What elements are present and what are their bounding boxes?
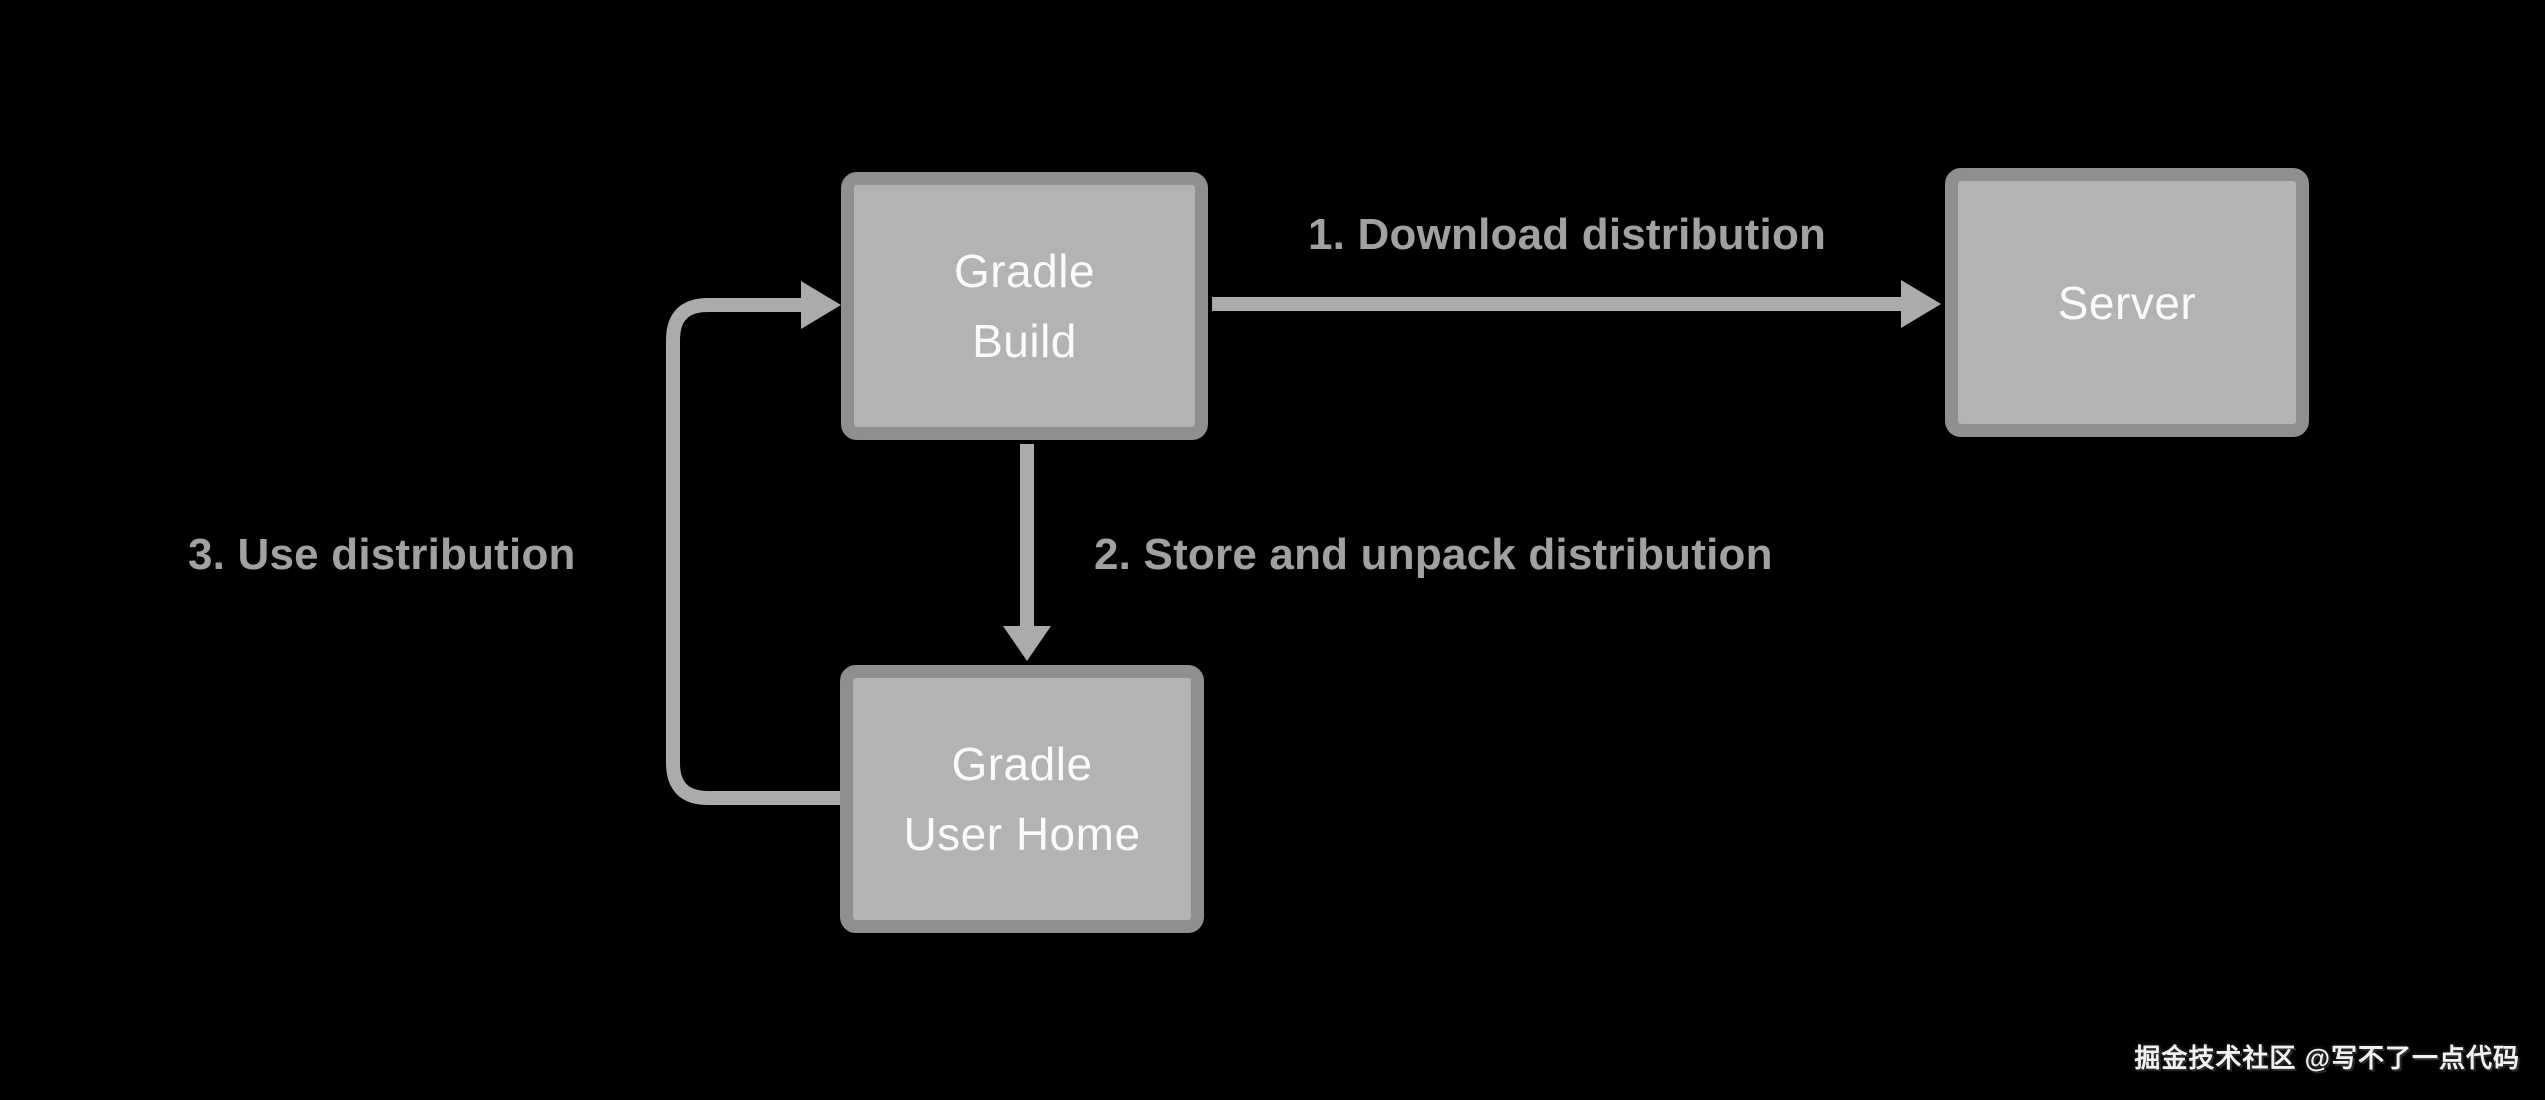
node-gradle-build-label-line1: Gradle bbox=[953, 245, 1096, 297]
node-server: Server bbox=[1945, 168, 2309, 437]
node-gradle-build-label-line2: Build bbox=[972, 315, 1077, 367]
edge-use-arrow bbox=[666, 281, 841, 805]
edge-download-arrow bbox=[1212, 280, 1941, 328]
node-server-label-line1: Server bbox=[2057, 276, 2197, 329]
node-gradle-build: Gradle Build bbox=[841, 172, 1208, 440]
edge-store-unpack-arrow bbox=[1003, 444, 1051, 661]
node-gradle-user-home-label-line2: User Home bbox=[903, 808, 1141, 860]
edge-label-download: 1. Download distribution bbox=[1308, 210, 1827, 259]
edge-label-store-unpack: 2. Store and unpack distribution bbox=[1094, 530, 1773, 579]
node-gradle-user-home-label-line1: Gradle bbox=[951, 738, 1093, 790]
edge-label-use: 3. Use distribution bbox=[188, 530, 576, 579]
node-gradle-user-home: Gradle User Home bbox=[840, 665, 1204, 933]
watermark: 掘金技术社区 @写不了一点代码 bbox=[2134, 1043, 2520, 1073]
